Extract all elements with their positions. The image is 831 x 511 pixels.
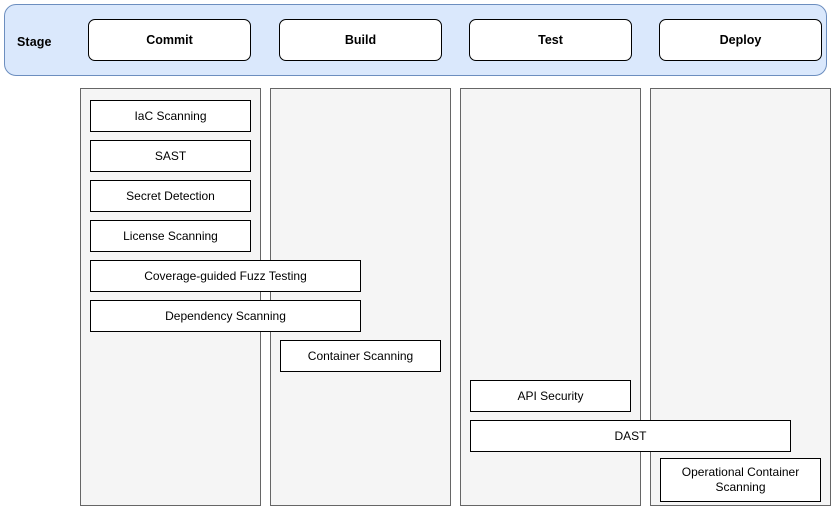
practice-box-label: Secret Detection (126, 188, 215, 203)
practice-box-container-scanning[interactable]: Container Scanning (280, 340, 441, 372)
practice-box-dependency-scanning[interactable]: Dependency Scanning (90, 300, 361, 332)
practice-box-api-security[interactable]: API Security (470, 380, 631, 412)
stage-row-label: Stage (17, 35, 52, 49)
practice-box-label: API Security (517, 388, 584, 403)
stage-button-label: Commit (146, 33, 193, 47)
practice-box-coverage-guided-fuzz-testing[interactable]: Coverage-guided Fuzz Testing (90, 260, 361, 292)
practice-box-label: Container Scanning (307, 348, 414, 363)
practice-box-label: IaC Scanning (134, 108, 207, 123)
stage-button-build[interactable]: Build (279, 19, 442, 61)
stage-button-label: Deploy (719, 33, 762, 47)
practice-box-dast[interactable]: DAST (470, 420, 791, 452)
practice-box-secret-detection[interactable]: Secret Detection (90, 180, 251, 212)
stage-button-label: Build (344, 33, 377, 47)
practice-box-label: Coverage-guided Fuzz Testing (144, 268, 307, 283)
practice-box-label: License Scanning (123, 228, 218, 243)
stage-button-deploy[interactable]: Deploy (659, 19, 822, 61)
practice-box-iac-scanning[interactable]: IaC Scanning (90, 100, 251, 132)
stage-button-label: Test (538, 33, 563, 47)
practice-box-operational-container-scanning[interactable]: Operational Container Scanning (660, 458, 821, 502)
stage-button-commit[interactable]: Commit (88, 19, 251, 61)
practice-box-license-scanning[interactable]: License Scanning (90, 220, 251, 252)
practice-box-label: Dependency Scanning (165, 308, 286, 323)
practice-box-label: DAST (614, 428, 647, 443)
stage-button-test[interactable]: Test (469, 19, 632, 61)
practice-box-sast[interactable]: SAST (90, 140, 251, 172)
practice-box-label: Operational Container Scanning (681, 465, 800, 494)
practice-box-label: SAST (154, 148, 187, 163)
build-lane (270, 88, 451, 506)
